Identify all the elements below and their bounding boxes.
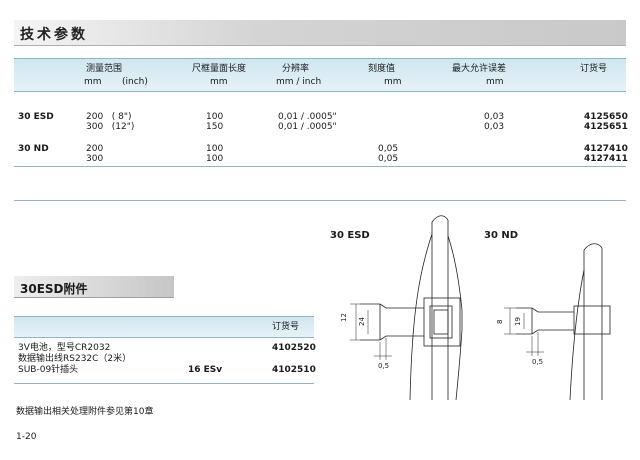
row-jaw: 100 — [206, 154, 224, 164]
header-error: 最大允许误差 — [452, 64, 507, 74]
row-range: 300 — [86, 154, 104, 164]
accessories-table-header: 订货号 — [14, 316, 314, 338]
row-range: 200 — [86, 144, 104, 154]
row-jaw: 100 — [206, 144, 224, 154]
row-resolution: 0,01 / .0005" — [278, 112, 337, 122]
section-title: 技术参数 — [20, 27, 88, 43]
nd-dim-outer: 19 — [514, 317, 522, 326]
spec-table-bottom-rule — [14, 200, 626, 201]
row-error: 0,03 — [484, 122, 505, 132]
nd-dimension-lines — [504, 307, 544, 356]
accessory-order: 4102510 — [272, 365, 316, 375]
row-jaw: 100 — [206, 112, 224, 122]
accessory-order: 4102520 — [272, 343, 316, 353]
header-jaw-unit: mm — [210, 77, 228, 87]
nd-jaw-drawing — [516, 243, 611, 401]
row-model: 30 ESD — [18, 112, 54, 122]
accessories-title: 30ESD附件 — [20, 282, 88, 296]
row-model: 30 ND — [18, 144, 49, 154]
accessory-name: 数据输出线RS232C（2米） — [18, 354, 132, 364]
spec-table-header: 测量范围 mm (inch) 尺框量面长度 mm 分辨率 mm / inch 刻… — [14, 58, 626, 92]
section-title-band: 技术参数 — [14, 20, 626, 46]
accessories-table: 订货号 3V电池，型号CR2032 4102520 数据输出线RS232C（2米… — [14, 316, 316, 384]
header-resolution-unit: mm / inch — [276, 77, 322, 87]
row-order: 4127410 — [584, 144, 628, 154]
diagram-label-esd: 30 ESD — [330, 230, 370, 241]
row-error: 0,03 — [484, 112, 505, 122]
spec-table: 测量范围 mm (inch) 尺框量面长度 mm 分辨率 mm / inch 刻… — [14, 58, 628, 201]
row-scale: 0,05 — [378, 144, 399, 154]
row-jaw: 150 — [206, 122, 224, 132]
header-range-unit-mm: mm — [84, 77, 102, 87]
row-order: 4127411 — [584, 154, 628, 164]
esd-dim-outer: 24 — [358, 317, 366, 326]
accessories-order-header: 订货号 — [272, 322, 300, 332]
page-number: 1-20 — [16, 432, 37, 442]
header-jaw: 尺框量面长度 — [192, 64, 247, 74]
accessory-code: 16 ESv — [188, 365, 223, 375]
row-range: 300 (12") — [86, 122, 135, 132]
footnote: 数据输出相关处理附件参见第10章 — [16, 407, 154, 417]
header-scale-unit: mm — [384, 77, 402, 87]
spec-table-body: 30 ESD 200 ( 8") 100 0,01 / .0005" 0,03 … — [14, 92, 628, 164]
header-order: 订货号 — [580, 64, 608, 74]
accessory-name: 3V电池，型号CR2032 — [18, 343, 111, 353]
header-range-unit-inch: (inch) — [122, 77, 148, 87]
esd-dim-tip: 0,5 — [378, 362, 389, 370]
diagram-label-nd: 30 ND — [484, 230, 519, 241]
header-error-unit: mm — [486, 77, 504, 87]
accessories-title-band: 30ESD附件 — [14, 276, 174, 298]
jaw-drawings: 12 24 0,5 8 19 0,5 — [340, 215, 611, 401]
nd-dim-inner: 8 — [496, 320, 504, 324]
esd-dimension-lines — [350, 303, 392, 360]
esd-dim-inner: 12 — [340, 313, 348, 322]
accessories-table-body: 3V电池，型号CR2032 4102520 数据输出线RS232C（2米） SU… — [14, 338, 316, 384]
nd-dim-tip: 0,5 — [532, 358, 543, 366]
spec-table-divider — [14, 166, 626, 167]
row-order: 4125651 — [584, 122, 628, 132]
row-order: 4125650 — [584, 112, 628, 122]
header-scale: 刻度值 — [368, 64, 396, 74]
header-resolution: 分辨率 — [282, 64, 310, 74]
accessory-name: SUB-09针插头 — [18, 365, 79, 375]
row-resolution: 0,01 / .0005" — [278, 122, 337, 132]
row-range: 200 ( 8") — [86, 112, 132, 122]
header-range: 测量范围 — [86, 64, 123, 74]
esd-jaw-drawing — [360, 215, 463, 401]
row-scale: 0,05 — [378, 154, 399, 164]
